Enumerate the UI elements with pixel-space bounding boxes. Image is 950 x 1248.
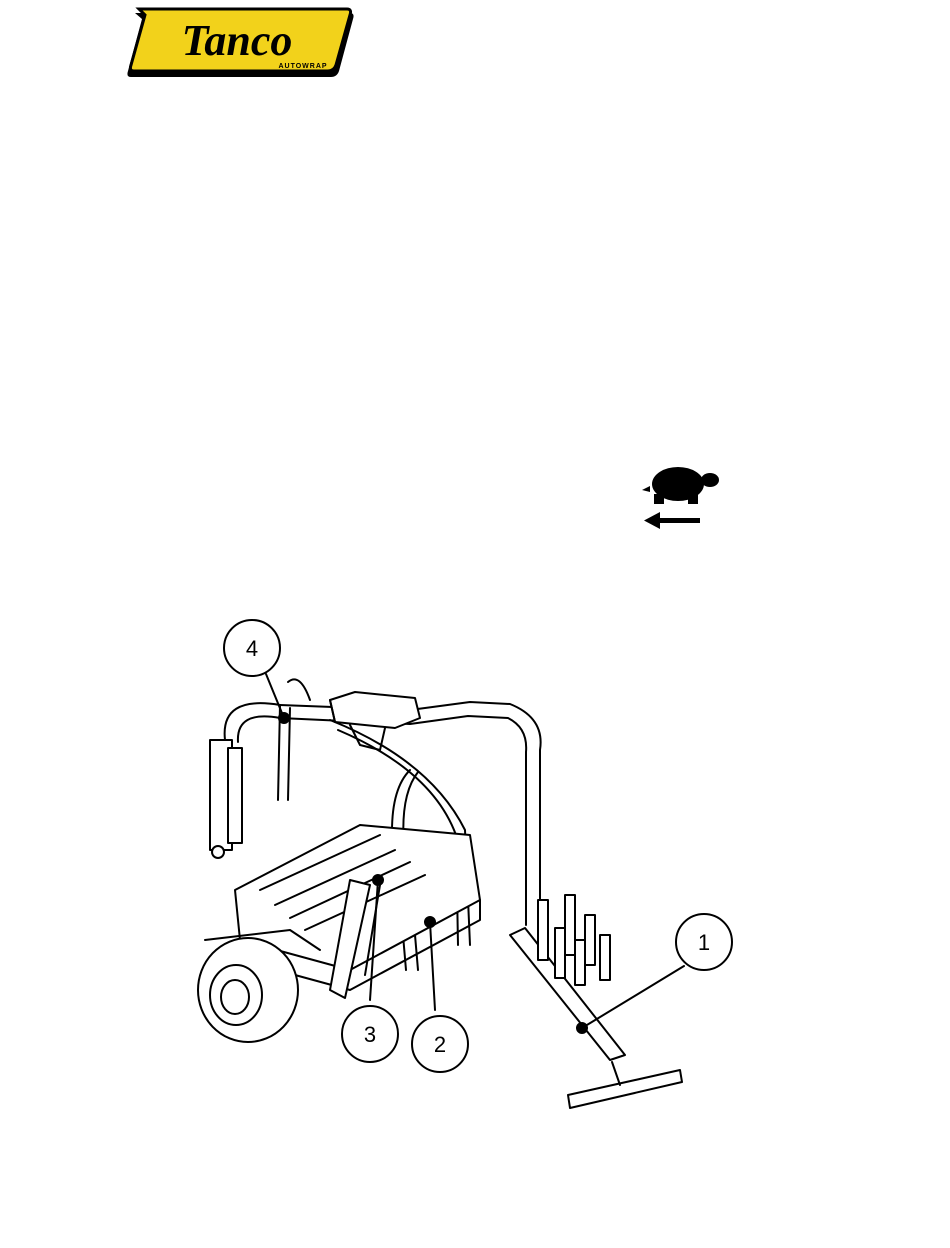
logo-brand-text: Tanco [182, 16, 293, 65]
callout-number: 1 [698, 930, 710, 955]
tanco-logo: Tanco AUTOWRAP [125, 5, 357, 83]
callout-4: 4 [224, 620, 289, 723]
callout-number: 4 [246, 636, 258, 661]
arrow-left-icon [644, 512, 700, 529]
callout-2: 2 [412, 917, 468, 1072]
bale-wrapper-diagram: 1 2 3 4 [180, 600, 780, 1120]
logo-subtitle-text: AUTOWRAP [278, 63, 327, 70]
slow-speed-symbol [640, 462, 724, 534]
callout-number: 2 [434, 1032, 446, 1057]
tanco-logo-graphic: Tanco AUTOWRAP [125, 5, 357, 83]
callout-number: 3 [364, 1022, 376, 1047]
turtle-slow-icon [642, 467, 719, 504]
